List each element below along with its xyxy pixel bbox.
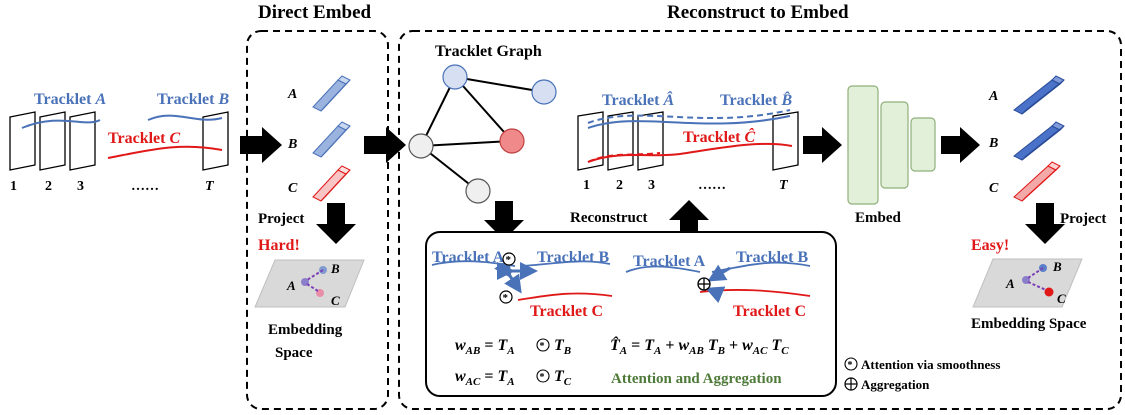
tracklet-graph: [420, 76, 545, 192]
reconstruct-arrow: [669, 200, 709, 238]
left-tracklet-a-label: Tracklet A: [34, 91, 106, 108]
direct-plane-b: B: [330, 261, 340, 276]
direct-embedding-bar-b: [312, 121, 351, 158]
svg-text:*: *: [503, 292, 509, 304]
right-embedding-bar-c: [1013, 161, 1061, 202]
direct-embedding-line1: Embedding: [268, 322, 343, 338]
recon-tracklet-b-dashed: [587, 109, 791, 124]
left-tracklet-c-label: Tracklet C: [108, 130, 180, 147]
box-tracklet-b-1: Tracklet B: [537, 249, 609, 266]
box-tracklet-c-2: Tracklet C: [733, 303, 806, 320]
graph-node-5: [465, 178, 491, 204]
box-c-to-a-arrow: [705, 286, 726, 304]
recon-tracklet-a-solid: [587, 115, 791, 129]
box-tracklet-c-1: Tracklet C: [530, 303, 603, 320]
box-tracklet-a-1: Tracklet A: [432, 249, 505, 266]
recon-dots: ……: [698, 178, 726, 193]
direct-project-label: Project: [258, 211, 304, 227]
direct-embedding-bar-a: [312, 75, 351, 112]
direct-label-c: C: [288, 181, 298, 196]
svg-text:*: *: [540, 372, 545, 383]
direct-embedding-plane: [254, 259, 365, 308]
left-frame-2: 2: [45, 179, 52, 194]
svg-text:*: *: [540, 341, 545, 352]
recon-frame-2: 2: [616, 178, 623, 193]
right-plane-b: B: [1052, 259, 1062, 274]
right-easy-label: Easy!: [971, 237, 1009, 254]
recon-tracklet-b-hat-label: Tracklet B̂: [720, 90, 792, 109]
attention-aggregation-caption: Attention and Aggregation: [611, 371, 782, 387]
arrow-to-direct: [240, 127, 282, 163]
right-label-b: B: [988, 136, 998, 151]
graph-node-3: [408, 133, 434, 159]
graph-node-2: [531, 79, 557, 105]
left-frame-3: 3: [77, 179, 84, 194]
right-embedding-bar-a: [1013, 75, 1065, 115]
right-embedding-space-label: Embedding Space: [971, 316, 1087, 332]
reconstruct-to-embed-title: Reconstruct to Embed: [667, 2, 849, 23]
box-a2-curve: [625, 265, 701, 273]
box-ac-arrow: [494, 258, 522, 294]
recon-frame-3: 3: [648, 178, 655, 193]
embed-layer-2: [880, 101, 909, 189]
legend-attention-label: Attention via smoothness: [861, 357, 1000, 372]
direct-embedding-bar-c: [312, 165, 351, 202]
box-b-to-a-arrow: [707, 264, 731, 282]
attention-op-icon: *: [502, 252, 516, 266]
direct-hard-label: Hard!: [258, 237, 300, 254]
direct-embed-panel: [246, 30, 389, 410]
box-tracklet-a-2: Tracklet A: [633, 253, 706, 270]
direct-label-b: B: [287, 137, 297, 152]
right-plane-c: C: [1057, 291, 1066, 306]
svg-text:*: *: [506, 254, 512, 266]
direct-embed-title: Direct Embed: [258, 2, 372, 23]
left-frame-1: 1: [10, 179, 17, 194]
right-plane-a: A: [1005, 276, 1015, 291]
left-dots: ……: [131, 179, 159, 194]
left-tracklet-c-curve: [107, 145, 223, 159]
direct-project-arrow: [316, 203, 356, 244]
recon-tracklet-a-hat-label: Tracklet Â: [602, 90, 674, 109]
right-embedding-plane: [972, 258, 1083, 308]
right-embedding-bar-b: [1013, 121, 1065, 161]
left-frames: [9, 111, 229, 171]
legend-aggregation-label: Aggregation: [861, 377, 930, 392]
direct-plane-c: C: [331, 293, 340, 308]
right-label-c: C: [989, 181, 999, 196]
left-frame-t: T: [205, 179, 215, 194]
svg-text:*: *: [848, 360, 853, 371]
arrow-to-right-embeddings: [941, 127, 980, 163]
embed-layer-3: [910, 117, 936, 172]
recon-frame-t: T: [779, 178, 789, 193]
aggregation-op-icon: [697, 277, 711, 291]
box-c1-curve: [517, 292, 613, 301]
graph-to-box-arrow: [484, 201, 524, 240]
direct-label-a: A: [287, 87, 297, 102]
embed-label: Embed: [855, 210, 902, 226]
embed-layer-1: [847, 85, 879, 205]
right-project-arrow: [1025, 203, 1065, 244]
box-tracklet-b-2: Tracklet B: [736, 249, 808, 266]
direct-embedding-line2: Space: [275, 345, 313, 361]
direct-plane-a: A: [286, 278, 296, 293]
recon-tracklet-c-dashed: [587, 152, 661, 163]
left-tracklet-b-curve: [147, 114, 223, 121]
right-label-a: A: [988, 89, 998, 104]
legend-attention: * Attention via smoothness: [844, 357, 1000, 372]
arrow-to-graph: [364, 127, 406, 163]
legend-aggregation: Aggregation: [844, 377, 930, 392]
reconstruct-panel: [398, 30, 1122, 410]
tracklet-graph-title: Tracklet Graph: [435, 43, 542, 60]
recon-tracklet-c-hat-label: Tracklet Ĉ: [683, 127, 755, 146]
arrow-to-embed: [803, 127, 842, 163]
reconstruct-label: Reconstruct: [570, 210, 647, 226]
left-tracklet-b-label: Tracklet B: [157, 91, 229, 108]
graph-node-4: [499, 128, 525, 154]
recon-frame-1: 1: [583, 178, 590, 193]
graph-node-1: [442, 64, 468, 90]
left-tracklet-a-curve: [21, 119, 101, 129]
right-project-label: Project: [1060, 211, 1106, 227]
attention-op-icon-2: *: [499, 290, 513, 304]
